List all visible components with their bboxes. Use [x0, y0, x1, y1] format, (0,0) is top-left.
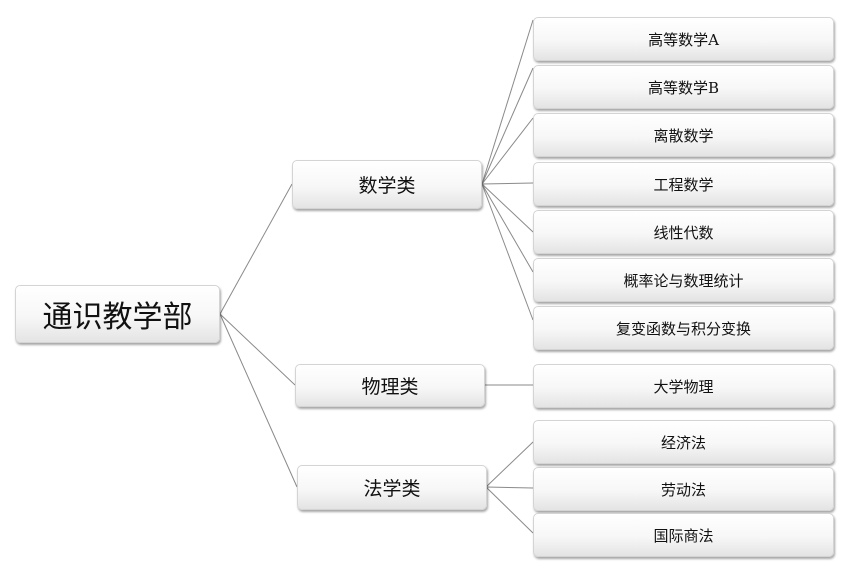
connector-line	[481, 67, 534, 185]
connector-line	[219, 183, 293, 315]
connector-line	[481, 183, 534, 233]
connector-line	[481, 183, 534, 273]
course-node: 概率论与数理统计	[533, 258, 834, 302]
connector-line	[485, 486, 534, 489]
course-node: 线性代数	[533, 210, 834, 254]
course-node: 复变函数与积分变换	[533, 306, 834, 350]
category-math: 数学类	[292, 160, 482, 209]
connector-line	[219, 313, 298, 488]
connector-line	[481, 182, 534, 185]
course-node: 国际商法	[533, 513, 834, 557]
course-node: 劳动法	[533, 467, 834, 511]
connector-line	[481, 117, 534, 185]
connector-line	[485, 441, 534, 488]
connector-line	[219, 313, 296, 386]
root-node: 通识教学部	[15, 285, 220, 343]
course-node: 离散数学	[533, 113, 834, 157]
connector-line	[481, 183, 534, 321]
connector-line	[485, 486, 534, 534]
course-node: 高等数学A	[533, 17, 834, 61]
course-node: 高等数学B	[533, 65, 834, 109]
course-node: 工程数学	[533, 162, 834, 206]
course-node: 经济法	[533, 420, 834, 464]
category-physics: 物理类	[295, 364, 485, 407]
course-node: 大学物理	[533, 364, 834, 408]
category-law: 法学类	[297, 465, 487, 510]
connector-line	[481, 19, 534, 185]
